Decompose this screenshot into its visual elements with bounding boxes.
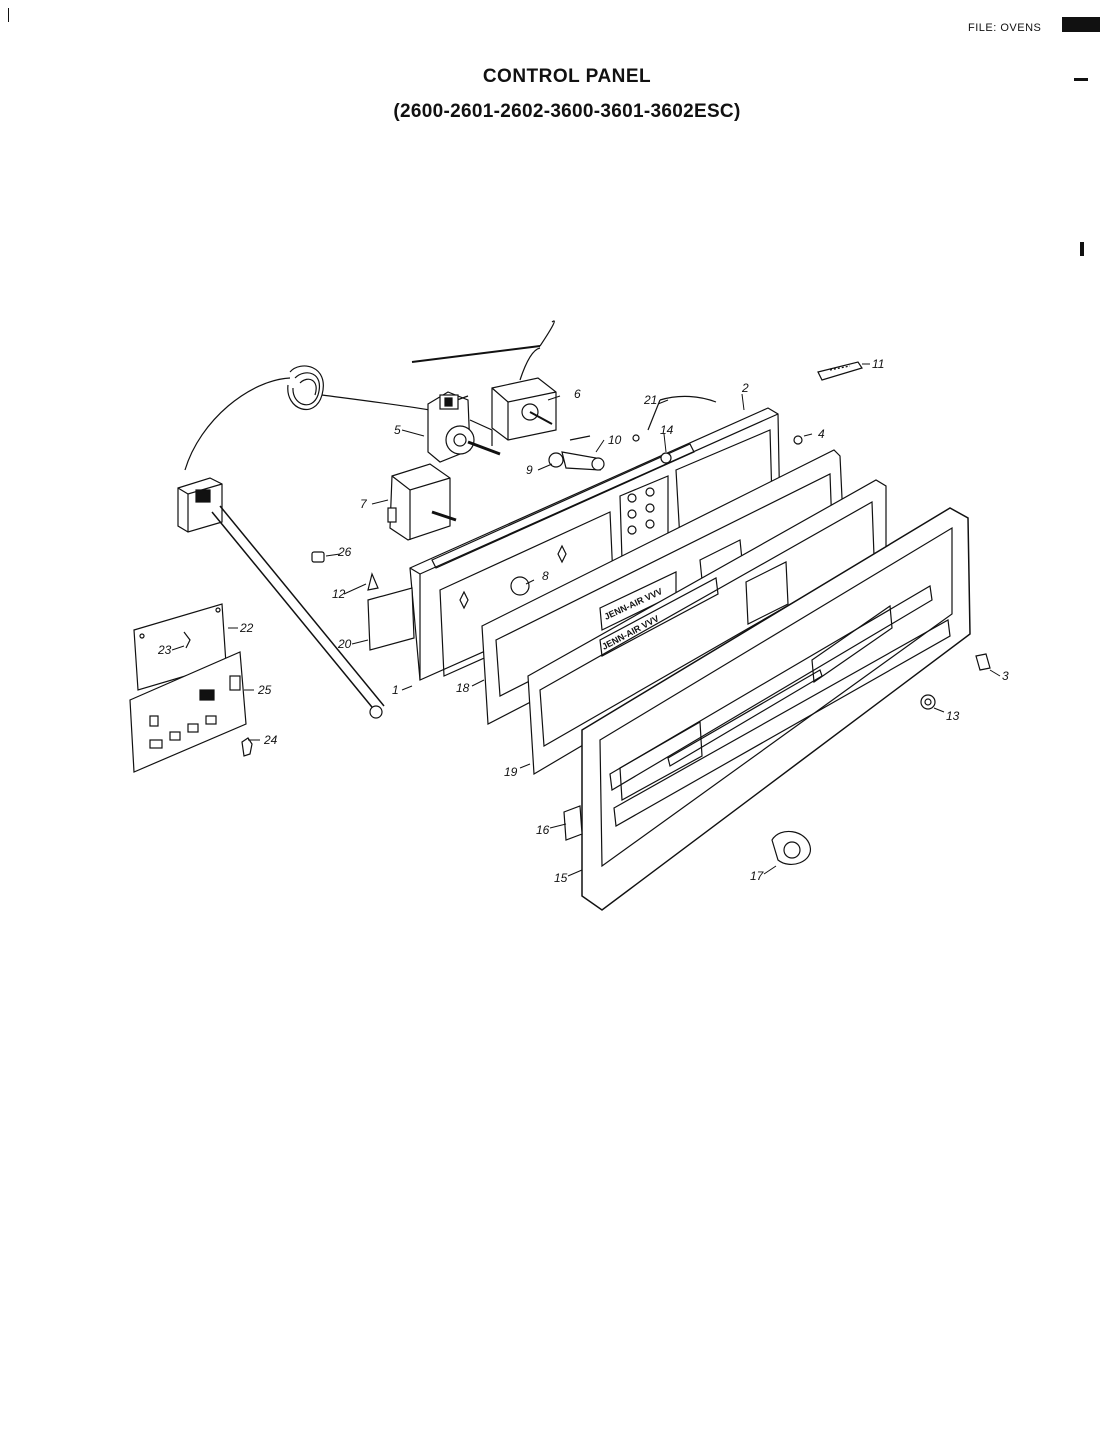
callout-8: 8 [542,569,549,583]
page-subtitle: (2600-2601-2602-3600-3601-3602ESC) [393,101,741,122]
thermostat-part-5 [427,391,501,463]
small-parts-4-11-21 [632,361,863,445]
callout-26: 26 [337,545,352,559]
callout-labels: 1 2 3 4 5 6 7 8 9 10 11 12 13 14 15 16 1… [157,357,1009,885]
file-tab-marker [1062,17,1100,32]
callout-23: 23 [157,643,172,657]
callout-13: 13 [946,709,960,723]
margin-mark [1074,78,1088,81]
callout-21: 21 [643,393,657,407]
callout-6: 6 [574,387,581,401]
small-parts-8-12-14-24-26 [241,452,672,757]
bracket-part-20 [367,587,415,651]
leader-lines [171,363,1001,877]
lamp-parts-9-10 [548,435,605,471]
switch-part-6 [491,377,557,441]
callout-25: 25 [257,683,272,697]
callout-10: 10 [608,433,622,447]
callout-4: 4 [818,427,825,441]
callout-1: 1 [392,683,399,697]
page-title: CONTROL PANEL [482,66,652,87]
front-trim-part-15 [581,507,971,911]
callout-14: 14 [660,423,674,437]
callout-16: 16 [536,823,550,837]
small-parts-3-13-16-17 [563,653,991,865]
callout-20: 20 [337,637,352,651]
selector-switch-part-7 [387,463,457,541]
callout-7: 7 [360,497,368,511]
thermostat-capillary [184,320,555,471]
callout-19: 19 [504,765,518,779]
terminal-block-and-rod [177,477,385,719]
file-label: FILE: OVENS [968,22,1042,34]
callout-18: 18 [456,681,470,695]
callout-15: 15 [554,871,568,885]
callout-12: 12 [332,587,346,601]
callout-22: 22 [239,621,254,635]
callout-9: 9 [526,463,533,477]
callout-17: 17 [750,869,765,883]
callout-11: 11 [872,357,884,371]
margin-mark [1080,242,1084,256]
callout-3: 3 [1002,669,1009,683]
callout-5: 5 [394,423,401,437]
callout-24: 24 [263,733,278,747]
callout-2: 2 [741,381,749,395]
margin-mark [8,8,9,22]
circuit-board-part-25 [129,651,247,773]
